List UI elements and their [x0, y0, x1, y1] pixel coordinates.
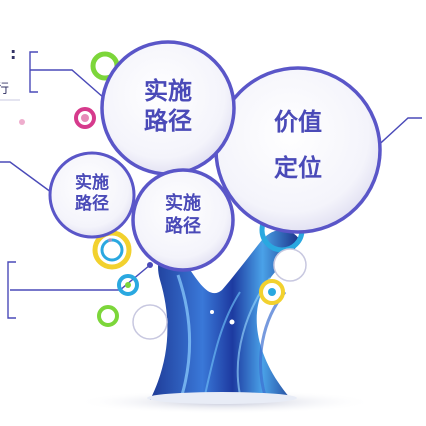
bubble-left-line1: 实施 [75, 173, 109, 193]
sparkle [108, 238, 112, 242]
bubble-left [48, 151, 136, 239]
bracket-middle [7, 261, 16, 319]
ring-teal [117, 274, 139, 296]
sparkle [210, 310, 214, 314]
ring-yellow-inner [100, 238, 124, 262]
ring-yellow [92, 230, 132, 270]
sparkle [229, 319, 235, 325]
bubble-top-label: 实施 路径 [118, 76, 218, 136]
ring-white-large [132, 304, 168, 340]
leader-line-top [30, 69, 113, 106]
ring-yellow-small-inner [268, 288, 276, 296]
ring-pink [74, 107, 96, 129]
bubble-middle-label: 实施 路径 [148, 193, 218, 238]
trunk-base [147, 392, 297, 404]
bubble-top-line1: 实施 [144, 77, 192, 105]
bubble-top-line2: 路径 [144, 107, 192, 135]
trunk-streak [176, 274, 192, 396]
leader-dot [147, 262, 153, 268]
bubble-left-line2: 路径 [75, 194, 109, 215]
bubble-left-label: 实施 路径 [57, 173, 127, 216]
trunk-streak [204, 291, 241, 396]
ring-teal-inner [125, 282, 131, 288]
bubble-right-line1: 价值 [274, 108, 322, 136]
bubble-right-line2: 定位 [274, 153, 322, 182]
ring-pink-inner [81, 114, 89, 122]
bubble-right-label: 价值 定位 [248, 100, 348, 191]
sparkle [19, 119, 25, 125]
ring-yellow-small [259, 279, 285, 305]
bubble-middle-line1: 实施 [165, 193, 201, 214]
edge-char: 行 [0, 82, 10, 97]
bubble-middle [131, 168, 235, 272]
bracket-top [29, 51, 38, 93]
bubble-middle-line2: 路径 [165, 215, 201, 237]
ring-white-right [273, 248, 307, 282]
leader-line-left [0, 161, 56, 196]
ring-green-bottom [97, 305, 119, 327]
edge-colon: : [10, 44, 17, 63]
edge-brackets [7, 51, 38, 319]
